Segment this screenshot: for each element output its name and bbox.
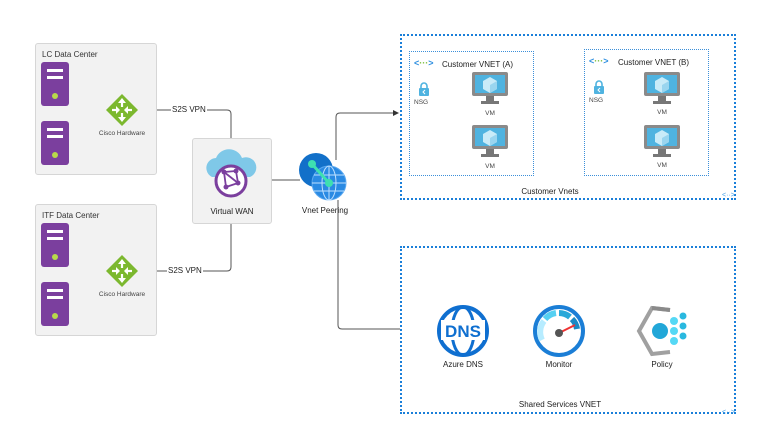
dns-icon: DNS <box>437 305 489 357</box>
peering-shared-link <box>337 200 400 330</box>
server-icon <box>41 62 69 106</box>
vm-icon <box>472 72 508 104</box>
service-label: Azure DNS <box>442 360 483 369</box>
customer-vnets-group <box>400 34 736 200</box>
vnet-peering-icon <box>299 153 347 201</box>
dc-title: LC Data Center <box>42 50 98 59</box>
vm-label: VM <box>485 110 495 117</box>
service-label: Policy <box>651 360 673 369</box>
customer-vnet-b: <···> Customer VNET (B) NSG VM VM <box>584 49 709 176</box>
policy-icon <box>636 305 687 357</box>
vnet-peering-label: Vnet Peering <box>301 206 349 215</box>
shared-services-label: Shared Services VNET <box>518 400 602 409</box>
server-icon <box>41 223 69 267</box>
lc-vpn-link <box>138 109 232 138</box>
vnet-resize-icon: <··> <box>722 192 735 199</box>
cisco-hardware-label: Cisco Hardware <box>98 130 146 137</box>
vnet-resize-icon: <··> <box>722 409 735 416</box>
vnet-title: Customer VNET (A) <box>442 60 513 69</box>
peering-customer-link <box>335 110 399 160</box>
monitor-gauge-icon <box>533 305 585 357</box>
virtual-wan-label: Virtual WAN <box>210 207 254 216</box>
router-icon <box>106 255 138 287</box>
itf-vpn-link <box>138 223 232 272</box>
nsg-lock-icon <box>594 80 604 94</box>
customer-vnets-label: Customer Vnets <box>521 187 579 196</box>
vm-icon <box>644 72 680 104</box>
nsg-label: NSG <box>414 99 429 106</box>
svg-text:DNS: DNS <box>445 322 481 341</box>
vm-label: VM <box>485 163 495 170</box>
vnet-title: Customer VNET (B) <box>618 58 689 67</box>
vm-label: VM <box>657 162 667 169</box>
router-icon <box>106 94 138 126</box>
nsg-lock-icon <box>419 82 429 96</box>
vnet-icon: <···> <box>414 58 434 68</box>
server-icon <box>41 282 69 326</box>
nsg-label: NSG <box>589 97 604 104</box>
dc-title: ITF Data Center <box>42 211 100 220</box>
customer-vnet-a: <···> Customer VNET (A) NSG VM VM <box>409 51 534 176</box>
s2s-vpn-label: S2S VPN <box>167 266 203 275</box>
virtual-wan-box: Virtual WAN <box>192 138 272 224</box>
virtual-wan-icon <box>206 149 257 198</box>
cisco-hardware-label: Cisco Hardware <box>98 291 146 298</box>
s2s-vpn-label: S2S VPN <box>171 105 207 114</box>
service-label: Monitor <box>545 360 573 369</box>
vm-label: VM <box>657 109 667 116</box>
server-icon <box>41 121 69 165</box>
vm-icon <box>472 125 508 157</box>
vnet-icon: <···> <box>589 56 609 66</box>
shared-services-vnet <box>400 246 736 414</box>
vm-icon <box>644 125 680 157</box>
